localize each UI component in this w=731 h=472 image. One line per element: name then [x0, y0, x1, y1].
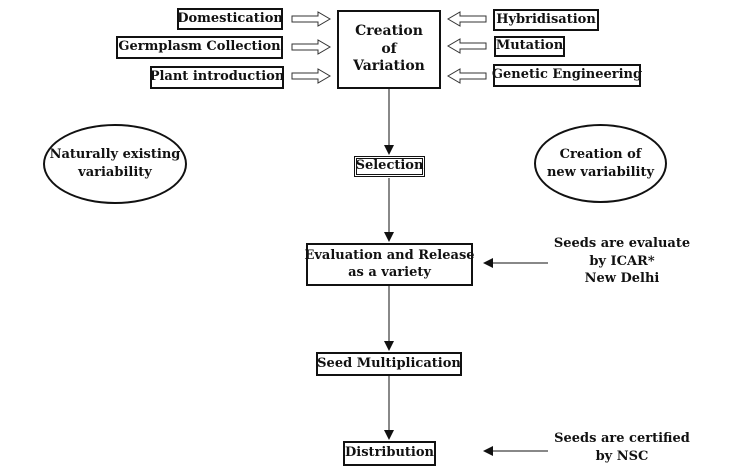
creation-of-new-variability-ellipse: Creation of new variability: [534, 124, 667, 203]
arrow-hybridisation: [447, 11, 487, 27]
seed-multiplication-box: Seed Multiplication: [316, 352, 462, 376]
arrow-mutation: [447, 38, 487, 54]
evaluation-release-box: Evaluation and Release as a variety: [304, 243, 475, 286]
selection-box: Selection: [354, 156, 425, 177]
source-hybridisation: Hybridisation: [493, 9, 599, 31]
nsc-note: Seeds are certified by NSC: [554, 431, 690, 464]
arrow-domestication: [291, 11, 331, 27]
source-plant-introduction: Plant introduction: [150, 66, 284, 89]
arrow-genetic-engineering: [447, 68, 487, 84]
source-mutation: Mutation: [494, 36, 565, 57]
source-domestication: Domestication: [177, 8, 283, 30]
arrow-plant-introduction: [291, 68, 331, 84]
icar-note: Seeds are evaluate by ICAR* New Delhi: [553, 236, 691, 287]
creation-of-variation-box: Creation of Variation: [337, 10, 441, 89]
source-germplasm-collection: Germplasm Collection: [116, 36, 283, 59]
hollow-arrows-right: [447, 11, 487, 84]
naturally-existing-variability-ellipse: Naturally existing variability: [43, 124, 187, 204]
source-genetic-engineering: Genetic Engineering: [492, 64, 642, 87]
hollow-arrows-left: [291, 11, 331, 84]
arrow-germplasm: [291, 39, 331, 55]
distribution-box: Distribution: [343, 441, 436, 466]
